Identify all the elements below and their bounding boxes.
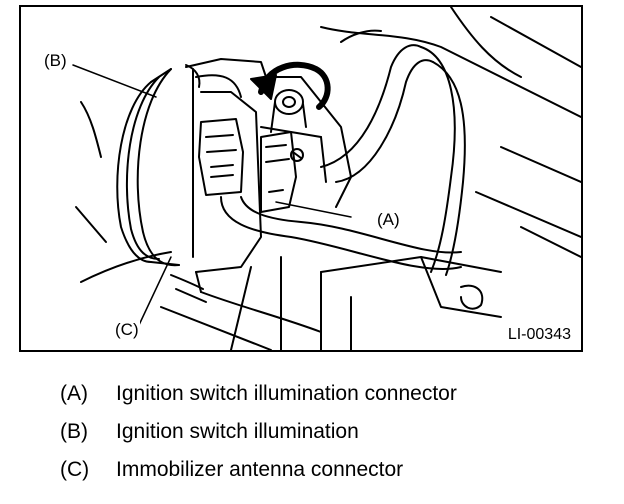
key-cylinder — [270, 89, 307, 133]
legend-key: (C) — [60, 458, 90, 481]
legend-description: Ignition switch illumination connector — [116, 382, 457, 405]
figure-id-label: LI-00343 — [505, 326, 573, 344]
legend-description: Ignition switch illumination — [116, 420, 359, 443]
callout-label-b: (B) — [43, 51, 68, 70]
column-background-lines — [75, 7, 581, 350]
rotation-arrow — [250, 61, 331, 110]
legend-key: (B) — [60, 420, 88, 443]
legend-item: (A) Ignition switch illumination connect… — [60, 375, 457, 413]
callout-legend: (A) Ignition switch illumination connect… — [60, 375, 457, 489]
legend-key: (A) — [60, 382, 88, 405]
illumination-connector — [198, 118, 304, 213]
switch-housing — [170, 58, 352, 303]
ignition-switch-illustration — [72, 7, 581, 350]
legend-item: (B) Ignition switch illumination — [60, 413, 457, 451]
illustration-frame: (B) (A) (C) LI-00343 — [19, 5, 583, 352]
callout-leader-lines — [72, 64, 352, 326]
wire-harness — [220, 44, 466, 276]
callout-label-a: (A) — [376, 210, 401, 229]
legend-description: Immobilizer antenna connector — [116, 458, 404, 481]
callout-label-c: (C) — [114, 320, 140, 339]
legend-item: (C) Immobilizer antenna connector — [60, 451, 457, 489]
illumination-ring — [116, 64, 201, 267]
